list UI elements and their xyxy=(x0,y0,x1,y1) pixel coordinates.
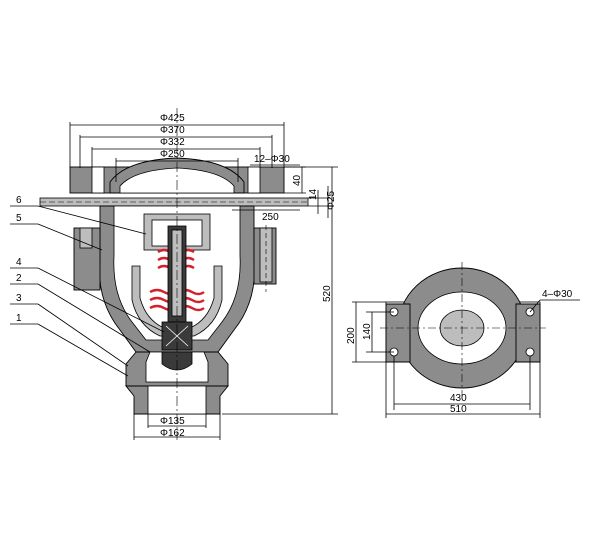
left-plug xyxy=(79,227,93,249)
dim-phi332: Φ332 xyxy=(160,137,185,148)
callout-6: 6 xyxy=(10,195,147,235)
dim-phi370: Φ370 xyxy=(160,125,185,136)
plan-view: 4–Φ30 200 140 430 510 xyxy=(346,262,580,418)
dim-520: 520 xyxy=(322,285,333,302)
dim-phi25: Φ25 xyxy=(326,190,337,210)
dim-plan-510: 510 xyxy=(450,404,467,415)
dim-14: 14 xyxy=(308,188,319,200)
callout-2: 2 xyxy=(10,273,151,353)
inner-sleeve xyxy=(131,265,223,337)
svg-text:5: 5 xyxy=(16,213,22,224)
dim-phi162: Φ162 xyxy=(160,428,185,439)
flange-slot-right xyxy=(247,166,261,194)
dim-plan-bolts: 4–Φ30 xyxy=(542,289,573,300)
svg-text:3: 3 xyxy=(16,293,22,304)
dim-bolts: 12–Φ30 xyxy=(254,154,290,165)
callout-5: 5 xyxy=(10,213,103,251)
svg-text:1: 1 xyxy=(16,313,22,324)
dim-phi425: Φ425 xyxy=(160,113,185,124)
callout-4: 4 xyxy=(10,257,165,333)
plan-lug-left xyxy=(385,303,411,363)
callout-3: 3 xyxy=(10,293,129,367)
dim-phi250: Φ250 xyxy=(160,149,185,160)
dim-plan-430: 430 xyxy=(450,393,467,404)
svg-text:4: 4 xyxy=(16,257,22,268)
left-boss xyxy=(73,227,101,291)
callout-1: 1 xyxy=(10,313,129,377)
dim-phi135: Φ135 xyxy=(160,416,185,427)
plan-bolt-hole-br xyxy=(525,347,535,357)
svg-text:6: 6 xyxy=(16,195,22,206)
dim-plan-200: 200 xyxy=(346,327,357,344)
svg-text:2: 2 xyxy=(16,273,22,284)
front-view: Φ425 Φ370 Φ332 Φ250 12–Φ30 40 14 Φ25 250 xyxy=(10,108,338,440)
flange-slot-left xyxy=(91,166,105,194)
dim-40: 40 xyxy=(292,174,303,186)
dim-250: 250 xyxy=(262,212,279,223)
dim-plan-140: 140 xyxy=(362,323,373,340)
